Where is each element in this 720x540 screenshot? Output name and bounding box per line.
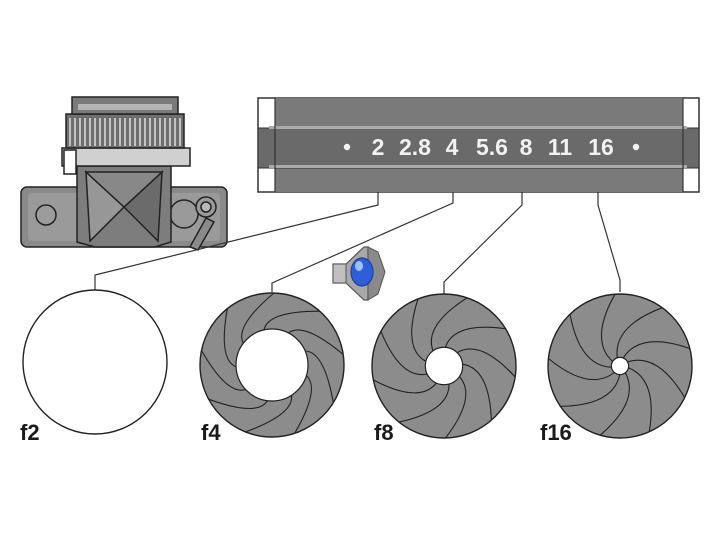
aperture-f16	[547, 293, 693, 439]
scale-value: 5.6	[476, 134, 508, 160]
scale-marker-right	[632, 143, 640, 151]
aperture-outline	[199, 292, 345, 438]
blade-edge	[569, 314, 612, 368]
blade-edge	[560, 374, 621, 407]
speaker-icon[interactable]	[332, 246, 386, 301]
blade-edge	[599, 372, 630, 436]
scale-marker-left	[343, 143, 351, 151]
leader-line-f4	[271, 192, 454, 292]
blade-edge	[398, 383, 450, 423]
blade-edge	[411, 298, 427, 362]
blade-edge	[616, 307, 663, 358]
blade-edge	[241, 292, 275, 344]
blade-edge	[600, 293, 616, 362]
scale-value: 8	[520, 134, 533, 160]
blade-edge	[373, 379, 437, 394]
aperture-label-f4: f4	[201, 420, 221, 445]
scale-value: 4	[446, 134, 459, 160]
scale-value: 16	[588, 134, 614, 160]
aperture-opening	[424, 346, 464, 386]
aperture-opening	[235, 328, 309, 402]
aperture-blades	[548, 294, 692, 438]
aperture-outline	[371, 293, 517, 439]
aperture-label-f16: f16	[540, 420, 572, 445]
blade-edge	[622, 341, 691, 359]
leader-lines	[94, 192, 621, 294]
blade-edge	[208, 398, 268, 410]
blade-edge	[548, 358, 615, 381]
aperture-scale-ring: 2 2.8 4 5.6 8 11 16	[257, 97, 700, 193]
blade-edge	[462, 363, 492, 421]
aperture-opening	[610, 356, 630, 376]
blade-edge	[305, 350, 334, 403]
leader-line-f16	[597, 192, 621, 292]
blade-edge	[223, 308, 237, 368]
aperture-blades	[372, 294, 516, 438]
blade-edge	[245, 395, 293, 433]
aperture-f2	[22, 289, 168, 435]
aperture-blades	[199, 292, 344, 438]
scale-value: 2.8	[399, 134, 431, 160]
leader-line-f2	[94, 192, 379, 290]
aperture-f8	[371, 293, 517, 439]
blade-edge	[380, 331, 428, 376]
blade-edge	[627, 359, 686, 398]
blade-edge	[456, 348, 516, 378]
blade-edge	[288, 329, 344, 355]
scale-value: 11	[548, 134, 573, 160]
scale-value: 2	[372, 134, 385, 160]
blade-edge	[444, 326, 506, 348]
aperture-label-f8: f8	[374, 420, 394, 445]
blade-edge	[294, 375, 312, 434]
blade-edge	[445, 376, 467, 439]
aperture-outline	[22, 289, 168, 435]
blade-edge	[628, 367, 652, 432]
aperture-label-f2: f2	[20, 420, 40, 445]
aperture-f4	[199, 292, 345, 438]
aperture-outline	[547, 293, 693, 439]
blade-edge	[201, 350, 246, 391]
leader-line-f8	[443, 192, 523, 294]
camera-icon	[20, 96, 228, 251]
blade-edge	[430, 297, 468, 351]
blade-edge	[263, 310, 320, 331]
